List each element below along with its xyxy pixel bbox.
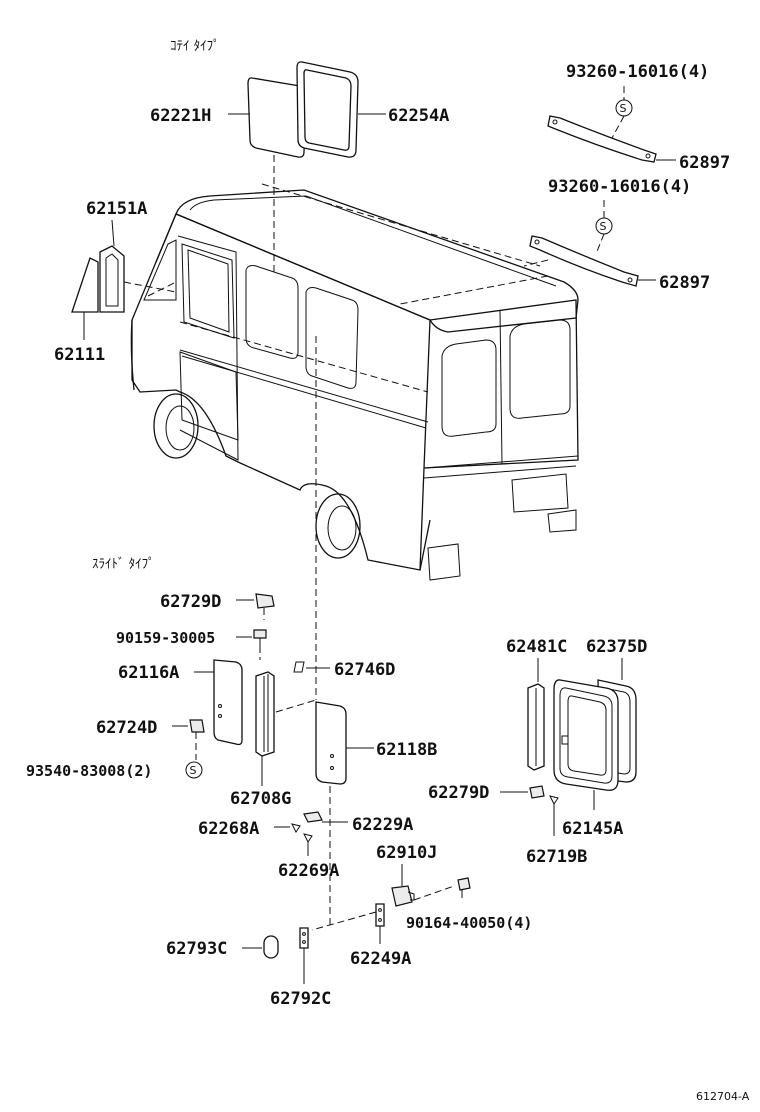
pin-62268A — [291, 823, 301, 833]
standard-part-symbol-c: S — [190, 764, 197, 777]
label-93260-a: 93260-16016(4) — [566, 62, 709, 82]
label-93260-b: 93260-16016(4) — [548, 177, 691, 197]
label-62910J: 62910J — [376, 843, 437, 863]
label-62221H: 62221H — [150, 106, 211, 126]
label-62897-b: 62897 — [659, 273, 710, 293]
dash-brace-roof-2 — [399, 275, 549, 305]
standard-part-symbol-b: S — [600, 220, 607, 233]
fixed-type-caption: ｺﾃｲ ﾀｲﾌﾟ — [170, 39, 220, 54]
latch-62910J — [391, 885, 415, 907]
quarter-glass-weatherstrip — [99, 245, 125, 313]
label-62279D: 62279D — [428, 783, 489, 803]
dash-bolt-b2 — [595, 233, 605, 255]
bolt-symbol-a: S — [615, 99, 633, 117]
bolt-symbol-b: S — [595, 217, 613, 235]
label-62708G: 62708G — [230, 789, 291, 809]
label-93540: 93540-83008(2) — [26, 762, 152, 780]
label-62111: 62111 — [54, 345, 105, 365]
label-62793C: 62793C — [166, 939, 227, 959]
stopper-62229A — [303, 811, 323, 823]
glass-62118B — [315, 701, 347, 785]
cap-62793C — [263, 935, 279, 959]
label-90164: 90164-40050(4) — [406, 914, 532, 932]
bracket-62249A — [375, 903, 385, 927]
dash-bolt-a2 — [611, 115, 625, 139]
pin-62719B — [549, 795, 559, 805]
label-62118B: 62118B — [376, 740, 437, 760]
label-90159: 90159-30005 — [116, 629, 215, 647]
catch-62724D — [189, 719, 205, 733]
channel-62708G — [255, 671, 275, 757]
brace-62897-b — [529, 235, 639, 287]
pad-62746D — [293, 661, 305, 673]
pad-62269A — [303, 833, 313, 843]
leader-62151A — [111, 219, 115, 247]
glass-62116A — [213, 659, 243, 746]
channel-62481C — [527, 683, 545, 771]
label-62719B: 62719B — [526, 847, 587, 867]
label-62254A: 62254A — [388, 106, 449, 126]
label-62792C: 62792C — [270, 989, 331, 1009]
bolt-symbol-c: S — [185, 761, 203, 779]
dash-glass-link — [275, 699, 317, 713]
screw-90164 — [457, 877, 471, 898]
bracket-62792C — [299, 927, 309, 949]
standard-part-symbol-a: S — [620, 102, 627, 115]
label-62746D: 62746D — [334, 660, 395, 680]
dash-brace-roof — [523, 259, 549, 267]
label-62269A: 62269A — [278, 861, 339, 881]
label-62729D: 62729D — [160, 592, 221, 612]
label-62897-a: 62897 — [679, 153, 730, 173]
fixed-window-weatherstrip — [296, 61, 359, 158]
dash-latch-screw — [413, 885, 455, 901]
brace-62897-a — [547, 115, 657, 163]
pad-62279D — [529, 785, 545, 799]
label-62145A: 62145A — [562, 819, 623, 839]
van-body — [130, 183, 579, 581]
quarter-glass — [71, 257, 99, 313]
label-62268A: 62268A — [198, 819, 259, 839]
label-62116A: 62116A — [118, 663, 179, 683]
slide-type-caption: ｽﾗｲﾄﾞ ﾀｲﾌﾟ — [92, 557, 155, 572]
label-62375D: 62375D — [586, 637, 647, 657]
label-62229A: 62229A — [352, 815, 413, 835]
illustration-code: 612704-A — [696, 1090, 750, 1103]
dash-bracket — [311, 911, 377, 931]
label-62151A: 62151A — [86, 199, 147, 219]
label-62249A: 62249A — [350, 949, 411, 969]
label-62481C: 62481C — [506, 637, 567, 657]
screw-90159 — [253, 629, 267, 646]
frame-62145A — [553, 679, 619, 791]
clip-62729D — [255, 593, 275, 609]
label-62724D: 62724D — [96, 718, 157, 738]
